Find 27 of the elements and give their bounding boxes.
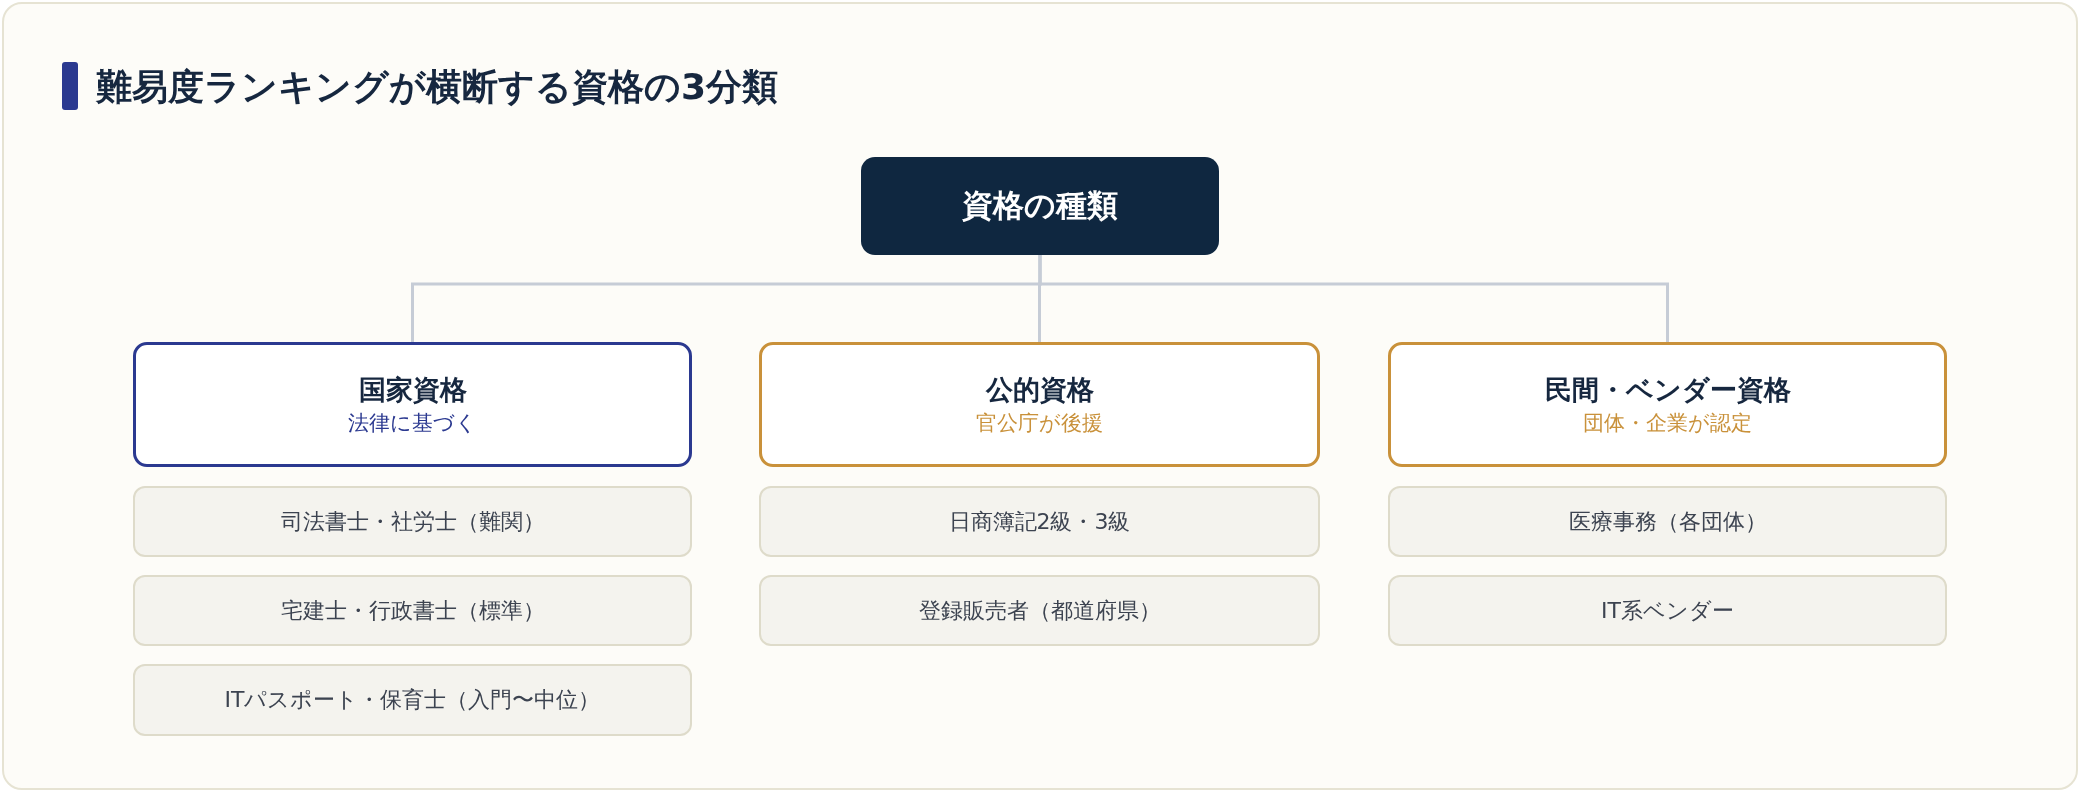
category-box — [1388, 342, 1947, 467]
item-box — [1388, 575, 1947, 646]
node-subtitle: 官公庁が後援 — [976, 409, 1103, 437]
node-subtitle: 法律に基づく — [348, 409, 477, 437]
node-title: 公的資格 — [985, 373, 1094, 408]
category-box — [759, 342, 1320, 467]
item-box — [133, 664, 692, 736]
item-box — [133, 486, 692, 557]
node-subtitle: 団体・企業が認定 — [1583, 409, 1752, 437]
item-box — [133, 575, 692, 646]
category-box — [133, 342, 692, 467]
item-box — [759, 486, 1320, 557]
root-box — [861, 157, 1219, 255]
node-title: 登録販売者（都道府県） — [918, 596, 1161, 625]
node-title: 宅建士・行政書士（標準） — [280, 596, 545, 625]
node-title: 民間・ベンダー資格 — [1544, 373, 1791, 408]
node-title: ITパスポート・保育士（入門〜中位） — [224, 686, 601, 715]
title: 難易度ランキングが横断する資格の3分類 — [96, 65, 779, 109]
item-box — [1388, 486, 1947, 557]
node-title: 司法書士・社労士（難関） — [280, 507, 545, 536]
node-title: IT系ベンダー — [1601, 596, 1734, 625]
item-box — [759, 575, 1320, 646]
node-title: 日商簿記2級・3級 — [948, 507, 1131, 536]
connector-line — [1038, 255, 1669, 342]
node-title: 医療事務（各団体） — [1568, 507, 1767, 536]
node-title: 国家資格 — [358, 373, 467, 408]
node-title: 資格の種類 — [962, 186, 1118, 226]
